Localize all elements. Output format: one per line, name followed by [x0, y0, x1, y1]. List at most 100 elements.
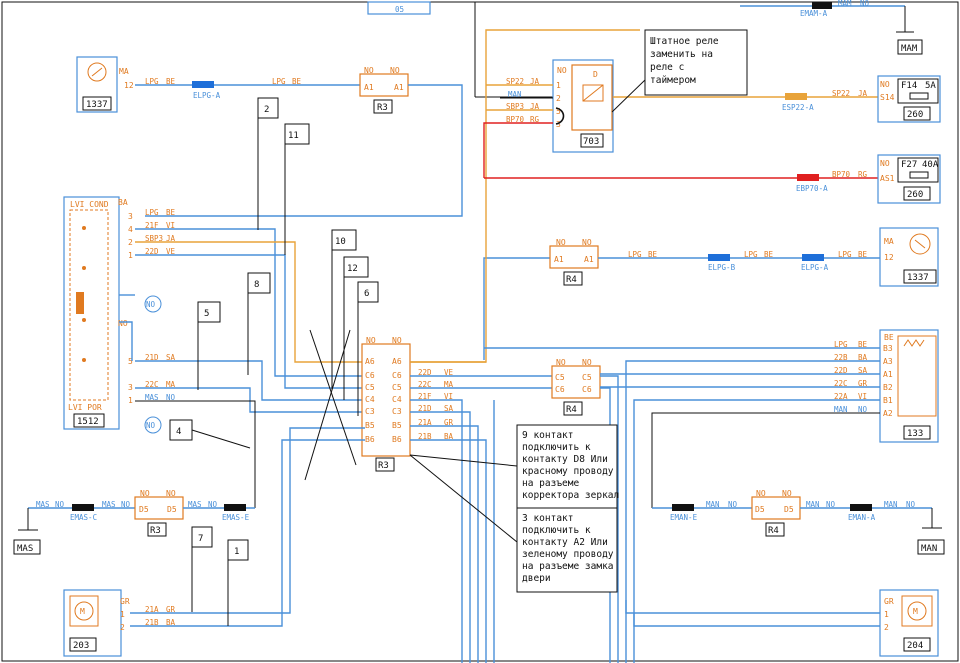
- fuse-5a: 5A: [925, 81, 936, 91]
- wire-label-ba: BA: [166, 618, 176, 627]
- wire-b6-in: [281, 439, 365, 613]
- relay-pin: C4: [365, 395, 375, 404]
- wire-label-no: NO: [121, 500, 131, 509]
- wire-label-bp70-2: BP70: [832, 170, 851, 179]
- note-contact3: 3 контакт подключить к контакту A2 Или з…: [522, 513, 614, 584]
- splice-eman-a: [850, 504, 872, 511]
- relay-pin: C6: [365, 371, 375, 380]
- no-symbol: NO: [146, 421, 156, 430]
- id-box-133: [903, 425, 931, 440]
- relay-r4-mid: [551, 365, 601, 399]
- label-eman-a: EMAN-A: [848, 513, 876, 522]
- wire-label-sp22-2: SP22: [832, 89, 850, 98]
- fuse-f14: F14: [901, 81, 917, 91]
- switch-contact: [82, 226, 86, 230]
- wire-label-ja-3: JA: [858, 89, 868, 98]
- wire-lpg-return: [145, 84, 463, 217]
- label-esp22-a: ESP22-A: [782, 103, 814, 112]
- wire-label-22c: 22C: [834, 379, 848, 388]
- note-relay-box: [644, 29, 748, 96]
- wire-label-be: BE: [166, 77, 176, 86]
- switch-contact: [82, 358, 86, 362]
- note-pointer: [611, 79, 646, 113]
- relay-pin: C6: [582, 385, 592, 394]
- note-line: подключить к: [522, 442, 591, 453]
- wire-label-be-2: BE: [292, 77, 302, 86]
- wire-label-be: BE: [764, 250, 774, 259]
- ground-label-man: MAN: [921, 544, 937, 554]
- callout-number: 10: [335, 237, 346, 247]
- wire-label-no: NO: [166, 393, 176, 402]
- wire-label-no: NO: [906, 500, 916, 509]
- heater-icon: [903, 339, 925, 347]
- wire-label-no: NO: [208, 500, 218, 509]
- pin-as1: AS1: [880, 174, 895, 183]
- callout-number: 4: [176, 427, 181, 437]
- label-no: NO: [557, 66, 567, 75]
- wire-label-sa: SA: [166, 353, 176, 362]
- label-ma: MA: [884, 237, 894, 246]
- note-line: на разъеме: [522, 478, 579, 489]
- callout-number: 8: [254, 280, 259, 290]
- id-box-260: [903, 106, 931, 121]
- wire-man-133: [651, 412, 880, 508]
- id-box-703: [580, 133, 604, 148]
- label-d: D: [593, 70, 598, 79]
- relay-pin: B5: [392, 421, 402, 430]
- relay-no: NO: [366, 336, 376, 345]
- relay-pin-a1: A1: [554, 255, 564, 264]
- pin-1512: 4: [128, 225, 133, 234]
- note-line: двери: [522, 573, 551, 584]
- wire-sp22-top: [485, 29, 640, 240]
- note-contact3-box: [516, 507, 618, 593]
- callouts: 1 2 4 5 6 7 8 10 11 12: [169, 97, 379, 626]
- note-line: на разъеме замка: [522, 561, 614, 572]
- splice-elpg-a: [802, 254, 824, 261]
- label-mam-wire: MAM: [838, 0, 852, 8]
- splice-elpg-a: [192, 81, 214, 88]
- relay-id-box: [147, 522, 167, 537]
- relay-coil-icon: [582, 84, 604, 102]
- pin-133: A2: [883, 409, 893, 418]
- pin-1512: 1: [128, 251, 133, 260]
- label-gr: GR: [120, 597, 130, 606]
- note-contact9: 9 контакт подключить к контакту D8 Или к…: [522, 430, 619, 501]
- id-133: 133: [907, 429, 923, 439]
- motor-m-icon: M: [913, 607, 918, 616]
- relay-id: R4: [566, 405, 577, 415]
- splice-ebp70-a: [797, 174, 819, 181]
- fuse-icon: [909, 171, 929, 179]
- wire-21a-out: [410, 425, 479, 663]
- motor-icon: [91, 67, 103, 77]
- relay-id-box: [563, 271, 583, 286]
- pin-133: A1: [883, 370, 893, 379]
- relay-pin-a1: A1: [394, 83, 404, 92]
- callout-number: 6: [364, 289, 369, 299]
- fuse-f27: F27: [901, 160, 917, 170]
- wire-label-lpg: LPG: [145, 77, 159, 86]
- wire-label-ve: VE: [444, 368, 454, 377]
- wire-label-sp22: SP22: [506, 77, 524, 86]
- wire-bp70: [483, 122, 553, 178]
- relay-r4-top: [549, 245, 599, 269]
- wire-gr-204: [625, 600, 880, 614]
- note-line: контакту A2 Или: [522, 537, 608, 548]
- wire-label-22d: 22D: [834, 366, 848, 375]
- pin-204: 1: [884, 610, 889, 619]
- wire-stub: [119, 321, 133, 361]
- callout-box: [197, 301, 221, 323]
- id-260-b: 260: [907, 190, 923, 200]
- no-symbol-icon: [144, 416, 162, 434]
- relay-pin: C6: [392, 371, 402, 380]
- wire-22a: [633, 399, 880, 663]
- label-no-wire: NO: [860, 0, 870, 8]
- wire-label-mas: MAS: [102, 500, 116, 509]
- relay-no: NO: [582, 238, 592, 247]
- wire-label-man: MAN: [508, 90, 522, 99]
- relay-no: NO: [782, 489, 792, 498]
- relay-pin: C6: [555, 385, 565, 394]
- note-line: реле с: [650, 62, 684, 73]
- wire-label-22b: 22B: [834, 353, 848, 362]
- id-box-260-b: [903, 186, 931, 201]
- cross-line: [309, 329, 357, 466]
